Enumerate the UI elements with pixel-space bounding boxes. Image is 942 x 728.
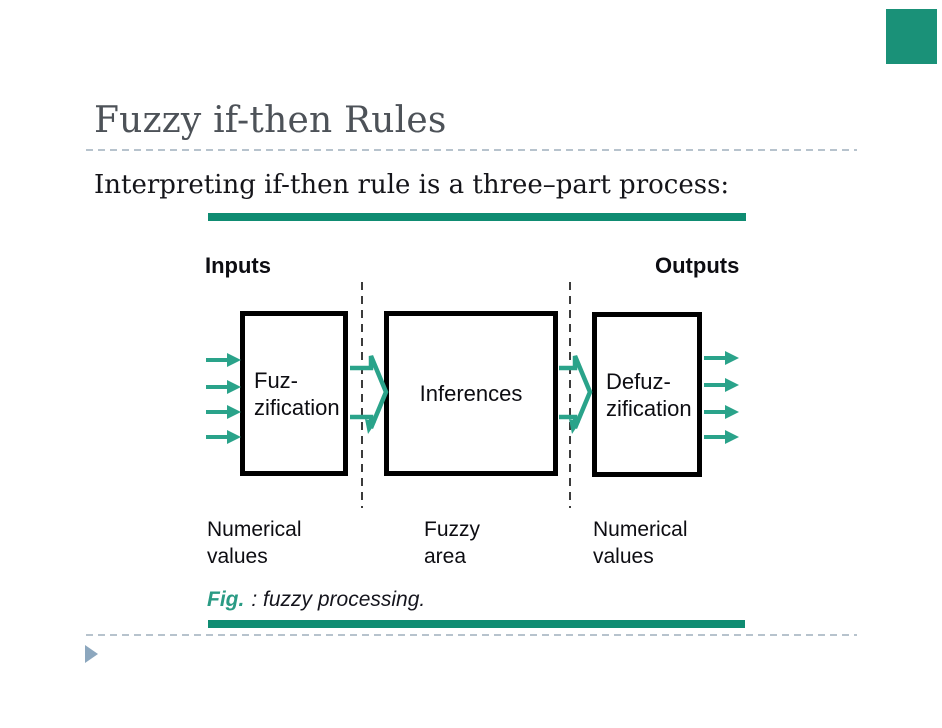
box-label-line-2: zification — [254, 394, 340, 420]
stage-label-numerical-values-right: Numerical values — [593, 516, 688, 570]
inputs-label: Inputs — [205, 253, 271, 278]
stage-label-line-2: area — [424, 545, 467, 568]
box-label-line-1: Fuz- — [254, 367, 298, 393]
stage-label-line-1: Fuzzy — [424, 518, 481, 541]
bottom-rule-bar — [208, 620, 745, 628]
figure-caption-label: Fig. — [207, 588, 245, 611]
output-arrows-icon — [704, 351, 739, 444]
flow-arrow-1-icon — [350, 355, 389, 434]
figure-caption: Fig. : fuzzy processing. — [207, 588, 425, 612]
flow-arrow-2-icon — [559, 355, 593, 434]
fuzzification-box-label: Fuz- zification — [254, 367, 340, 421]
fuzzification-box: Fuz- zification — [240, 311, 348, 476]
box-label-line-1: Inferences — [419, 381, 523, 406]
bottom-divider — [86, 634, 857, 636]
top-rule-bar — [208, 213, 746, 221]
title-divider — [86, 149, 857, 151]
figure-caption-text: : fuzzy processing. — [251, 588, 426, 611]
defuzzification-box: Defuz- zification — [592, 312, 702, 477]
stage-label-line-1: Numerical — [207, 518, 302, 541]
stage-label-line-1: Numerical — [593, 518, 688, 541]
inferences-box-label: Inferences — [420, 380, 523, 407]
outputs-label: Outputs — [655, 253, 740, 278]
stage-label-numerical-values-left: Numerical values — [207, 516, 302, 570]
stage-label-line-2: values — [593, 545, 654, 568]
inferences-box: Inferences — [384, 311, 558, 476]
stage-separator-left — [361, 282, 363, 508]
next-slide-marker-icon — [85, 645, 98, 663]
accent-square — [886, 9, 937, 64]
stage-label-fuzzy-area: Fuzzy area — [424, 516, 480, 570]
box-label-line-2: zification — [606, 395, 692, 421]
input-arrows-icon — [206, 353, 241, 444]
stage-label-line-2: values — [207, 545, 268, 568]
stage-separator-right — [569, 282, 571, 508]
slide-subtitle: Interpreting if-then rule is a three–par… — [94, 170, 730, 200]
page-title: Fuzzy if-then Rules — [94, 100, 447, 141]
defuzzification-box-label: Defuz- zification — [606, 368, 692, 422]
box-label-line-1: Defuz- — [606, 368, 671, 394]
